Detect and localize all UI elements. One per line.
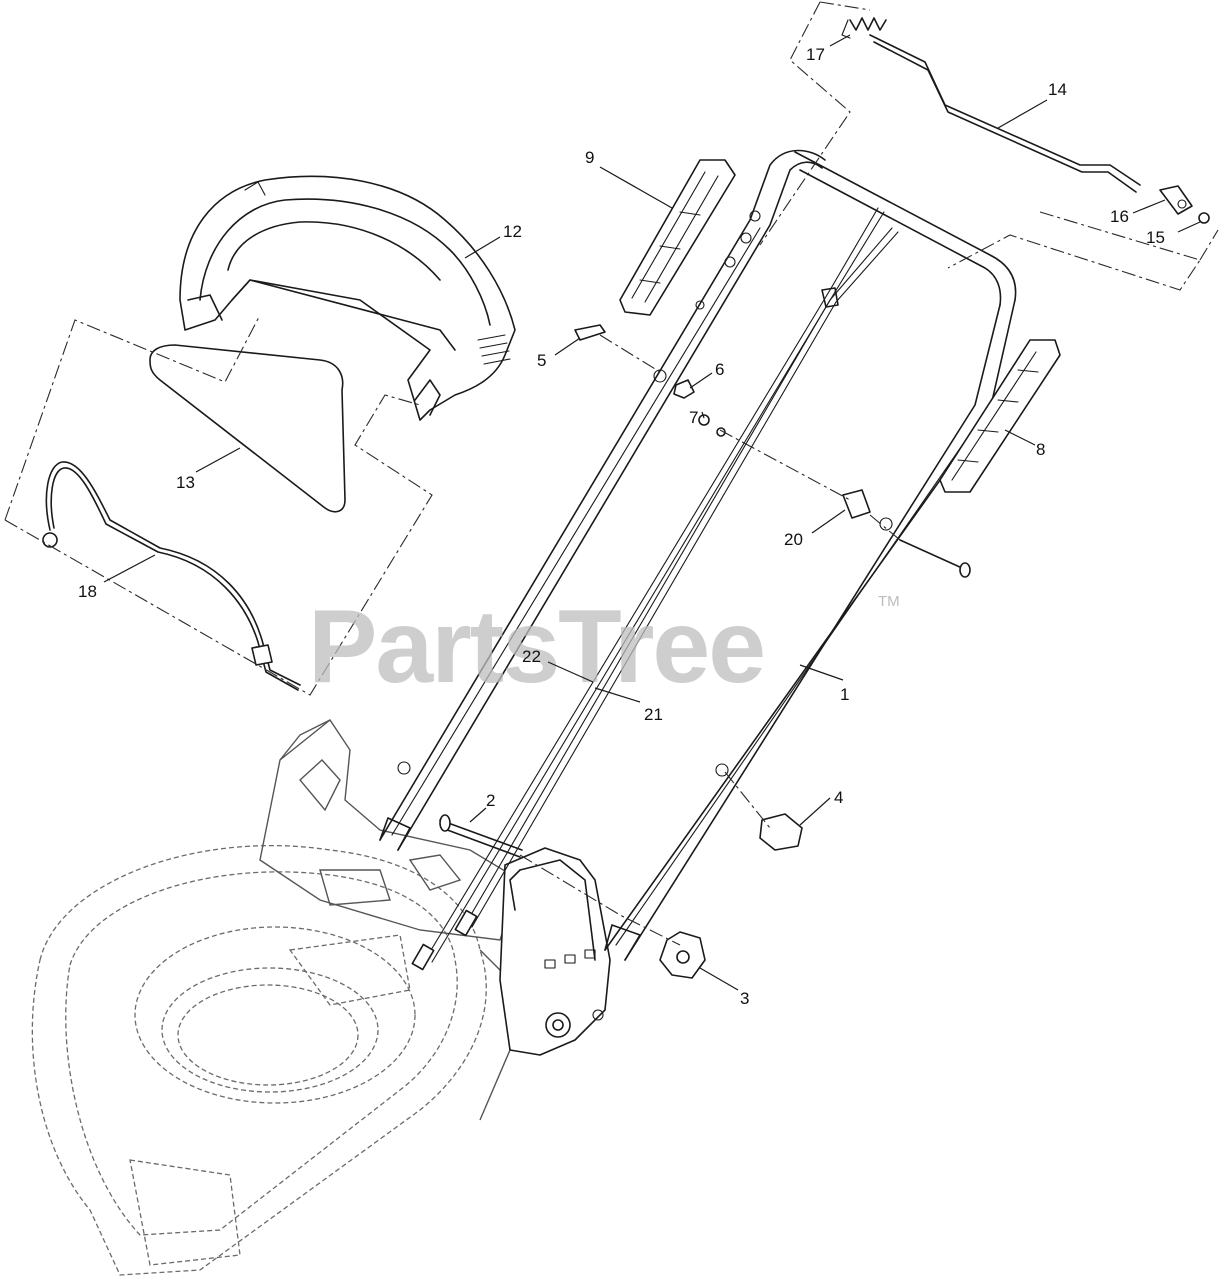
callout-9: 9	[585, 148, 594, 167]
callout-1: 1	[840, 685, 849, 704]
cable-guide-left	[619, 159, 736, 316]
callout-labels: 1 2 3 4 5 6 7 8 9 12 13 14 15 16 17 18 2…	[78, 45, 1165, 1008]
callout-2: 2	[486, 791, 495, 810]
callout-21: 21	[644, 705, 663, 724]
callout-4: 4	[834, 788, 843, 807]
handle-bracket	[499, 847, 611, 1056]
callout-5: 5	[537, 351, 546, 370]
grip-cover	[149, 344, 346, 513]
mower-deck	[31, 718, 521, 1276]
callout-6: 6	[715, 360, 724, 379]
hardware	[439, 324, 971, 979]
bail-bar-rod	[841, 17, 1210, 224]
callout-7: 7	[689, 408, 698, 427]
callout-20: 20	[784, 530, 803, 549]
callout-15: 15	[1146, 228, 1165, 247]
callout-3: 3	[740, 989, 749, 1008]
cable-guide-right	[939, 339, 1061, 493]
callout-13: 13	[176, 473, 195, 492]
watermark: PartsTree	[308, 589, 764, 705]
callout-12: 12	[503, 222, 522, 241]
callout-16: 16	[1110, 207, 1129, 226]
handle-grip	[179, 175, 516, 421]
callout-18: 18	[78, 582, 97, 601]
callout-14: 14	[1048, 80, 1067, 99]
control-cables	[411, 207, 899, 971]
assembly-lines	[4, 1, 1219, 946]
leader-lines	[103, 34, 1201, 991]
callout-22: 22	[522, 647, 541, 666]
watermark-trademark: TM	[878, 593, 900, 610]
callout-17: 17	[806, 45, 825, 64]
callout-8: 8	[1036, 440, 1045, 459]
presence-cable	[42, 461, 301, 691]
